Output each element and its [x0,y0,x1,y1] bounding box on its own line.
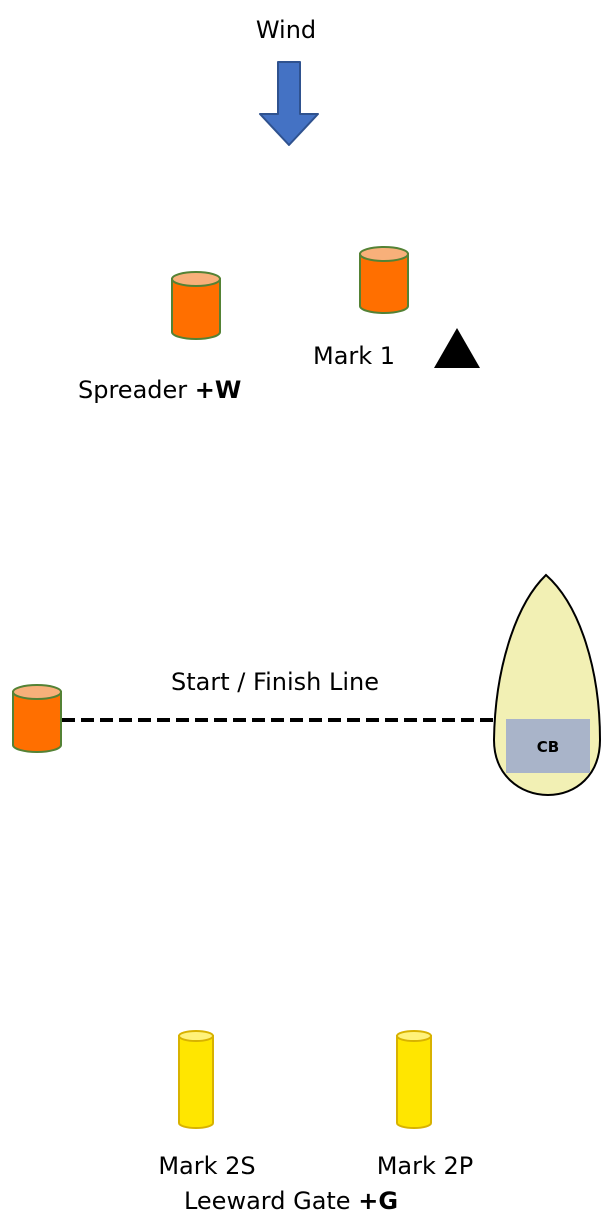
mark-2s-buoy-icon [178,1030,214,1129]
wind-label: Wind [256,16,316,44]
spreader-label: Spreader +W [78,376,241,404]
spreader-flag: +W [195,376,242,404]
mark-1-label: Mark 1 [313,342,395,370]
wind-arrow-icon [259,61,319,146]
mark-2p-label: Mark 2P [377,1152,474,1180]
start-finish-label: Start / Finish Line [171,668,379,696]
committee-boat-label: CB [537,738,559,756]
leeward-gate-name: Leeward Gate [184,1187,351,1215]
leeward-gate-flag: +G [358,1187,398,1215]
mark-2p-buoy-icon [396,1030,432,1129]
triangle-icon [434,328,480,368]
pin-end-buoy-icon [12,684,62,753]
committee-boat-icon [492,573,601,797]
committee-boat-cabin [506,719,590,773]
spreader-buoy-icon [171,271,221,340]
spreader-name: Spreader [78,376,187,404]
mark-1-buoy-icon [359,246,409,314]
mark-2s-label: Mark 2S [158,1152,255,1180]
leeward-gate-label: Leeward Gate +G [184,1187,398,1215]
